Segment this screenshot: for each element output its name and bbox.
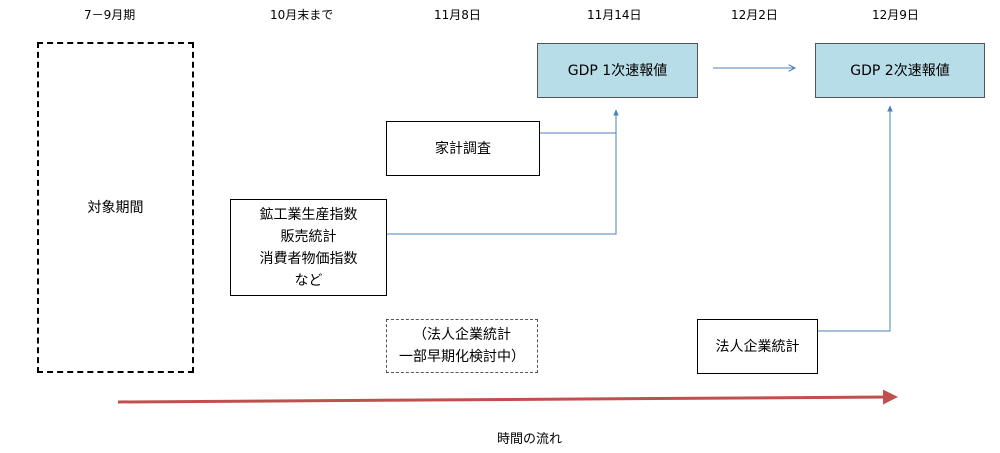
header-dec2: 12月2日	[731, 8, 778, 22]
target-period-box: 対象期間	[37, 42, 194, 373]
target-period-label: 対象期間	[87, 199, 144, 216]
timeline-label: 時間の流れ	[497, 432, 563, 447]
corp-survey-note-line-1: （法人企業統計	[413, 327, 511, 343]
corp-survey-note-box: （法人企業統計 一部早期化検討中）	[386, 319, 538, 373]
connector-corp-to-gdp2	[818, 105, 893, 332]
connector-monthly-to-gdp1	[386, 109, 619, 235]
monthly-stats-box: 鉱工業生産指数 販売統計 消費者物価指数 など	[230, 199, 387, 296]
header-nov8: 11月8日	[434, 8, 481, 22]
household-survey-label: 家計調査	[435, 140, 491, 157]
gdp-first-box: GDP 1次速報値	[537, 43, 698, 98]
household-survey-box: 家計調査	[386, 121, 540, 176]
corp-survey-label: 法人企業統計	[715, 338, 800, 355]
gdp-second-box: GDP 2次速報値	[815, 43, 985, 98]
header-end-oct: 10月末まで	[270, 8, 334, 22]
header-q3: 7－9月期	[84, 8, 136, 22]
corp-survey-note-line-2: 一部早期化検討中）	[399, 349, 525, 365]
corp-survey-box: 法人企業統計	[697, 319, 818, 374]
header-nov14: 11月14日	[587, 8, 642, 22]
monthly-stats-line-1: 鉱工業生産指数	[259, 206, 358, 223]
monthly-stats-line-4: など	[294, 272, 323, 289]
header-dec9: 12月9日	[872, 8, 919, 22]
monthly-stats-line-3: 消費者物価指数	[259, 250, 358, 267]
gdp-first-label: GDP 1次速報値	[567, 62, 668, 79]
monthly-stats-line-2: 販売統計	[280, 228, 337, 245]
gdp-second-label: GDP 2次速報値	[850, 62, 950, 79]
timeline-arrow	[117, 389, 898, 405]
